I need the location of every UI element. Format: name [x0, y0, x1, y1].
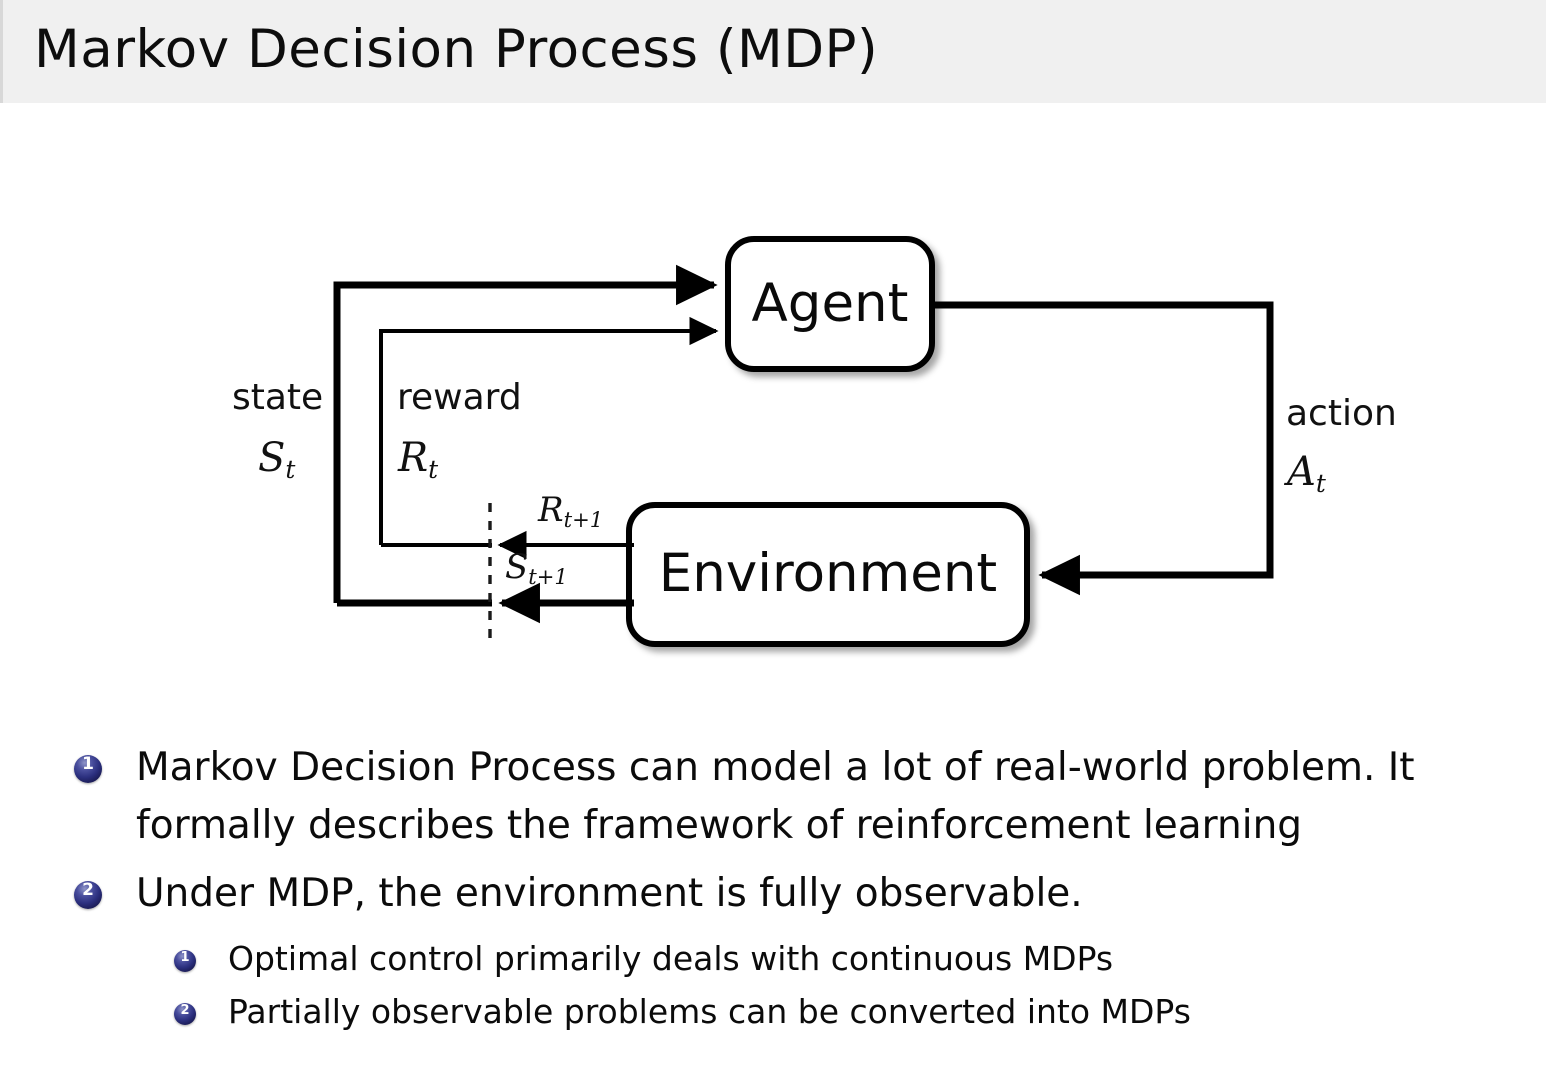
state-symbol: St — [258, 435, 296, 484]
slide-header-bar: Markov Decision Process (MDP) — [0, 0, 1546, 103]
action-symbol: At — [1287, 449, 1326, 498]
reward-symbol: Rt — [398, 435, 439, 484]
state-label: state — [232, 377, 324, 418]
sub-bullet-line-2: Partially observable problems can be con… — [228, 992, 1191, 1031]
reward-feedback-arrow — [379, 316, 719, 545]
sub-bullet-marker-2: 2 — [174, 1003, 196, 1025]
next-state-symbol: St+1 — [505, 547, 568, 589]
sub-bullet-marker-1: 1 — [174, 950, 196, 972]
state-symbol-sub: t — [285, 454, 296, 484]
bullet-marker-2: 2 — [74, 881, 102, 909]
bullet-marker-1: 1 — [74, 755, 102, 783]
bullet-line-1a: Markov Decision Process can model a lot … — [136, 745, 1415, 790]
environment-node-label: Environment — [658, 543, 998, 604]
next-state-sub: t+1 — [528, 563, 568, 589]
action-arrow — [932, 301, 1274, 596]
environment-box — [626, 502, 1030, 647]
action-symbol-base: A — [1287, 449, 1316, 495]
state-symbol-base: S — [258, 435, 286, 481]
bullet-line-2a: Under MDP, the environment is fully obse… — [136, 871, 1083, 916]
next-reward-base: R — [538, 490, 564, 530]
next-reward-symbol: Rt+1 — [538, 490, 604, 532]
next-reward-sub: t+1 — [563, 506, 604, 532]
next-state-base: S — [505, 547, 529, 587]
environment-node — [626, 502, 1030, 647]
agent-node-label: Agent — [751, 273, 909, 334]
reward-symbol-sub: t — [428, 454, 439, 484]
reward-symbol-base: R — [398, 435, 429, 481]
reward-label: reward — [397, 377, 522, 418]
diagram-canvas — [333, 236, 1274, 647]
bullet-line-1b: formally describes the framework of rein… — [136, 803, 1303, 848]
page-title: Markov Decision Process (MDP) — [34, 19, 879, 80]
agent-environment-diagram: Agent Environment state St reward Rt act… — [0, 103, 1546, 703]
action-symbol-sub: t — [1315, 468, 1326, 498]
action-label: action — [1286, 393, 1397, 434]
state-feedback-arrow — [333, 264, 718, 603]
sub-bullet-line-1: Optimal control primarily deals with con… — [228, 939, 1114, 978]
